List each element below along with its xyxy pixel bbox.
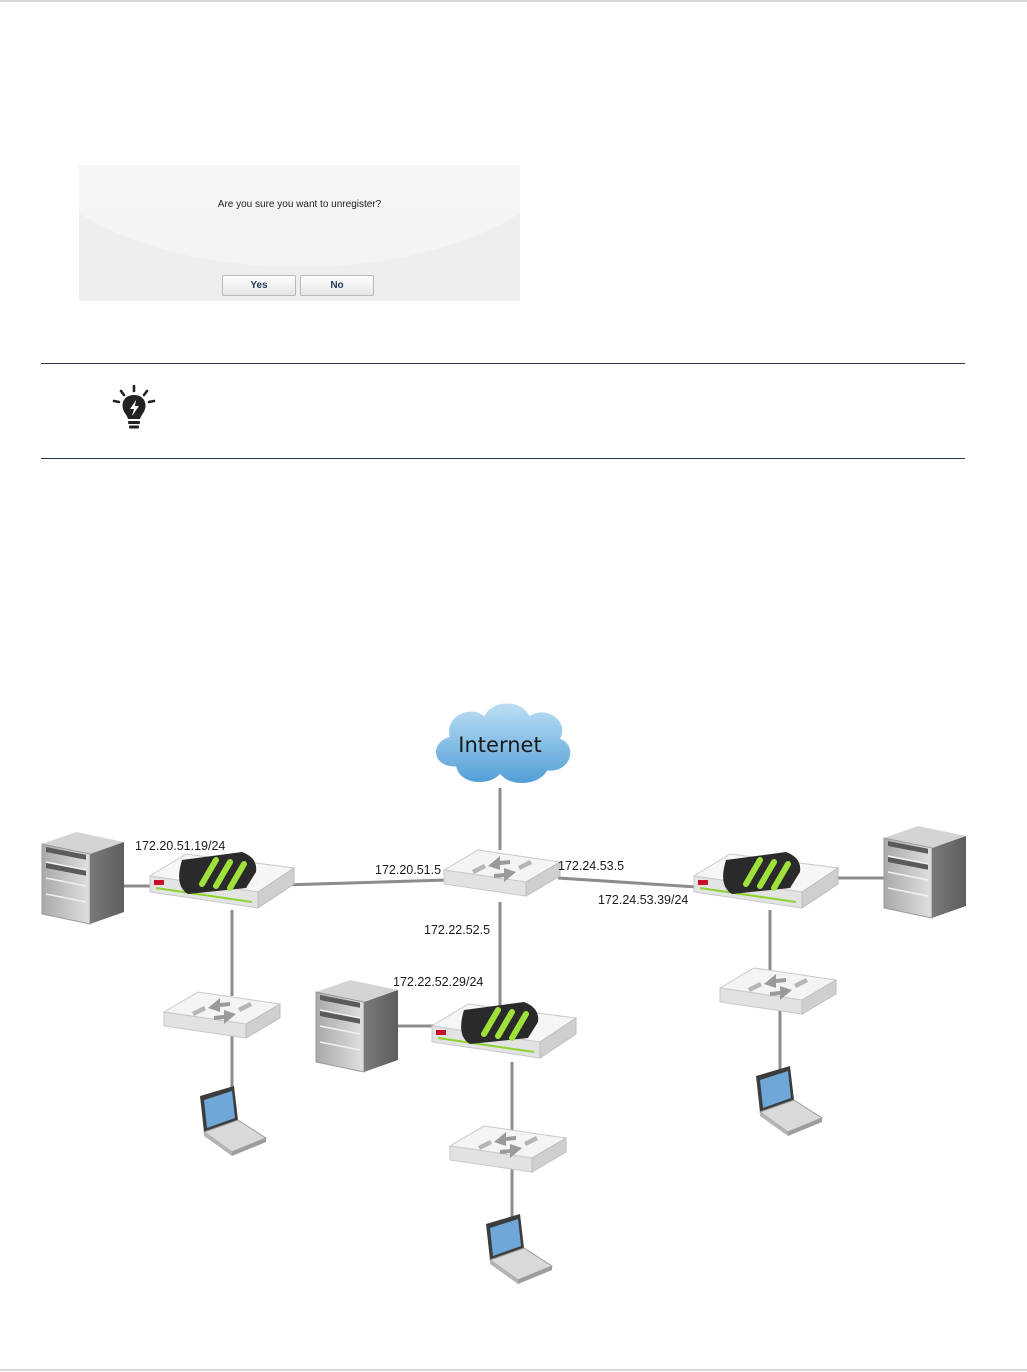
middle-firewall-ip-label: 172.22.52.29/24: [393, 975, 483, 989]
page-top-rule: [0, 0, 1027, 2]
right-firewall-icon: [694, 852, 838, 908]
right-server-icon: [883, 825, 967, 919]
core-left-ip-label: 172.20.51.5: [375, 863, 441, 877]
tip-bottom-rule: [41, 458, 965, 459]
middle-laptop-icon: [485, 1213, 553, 1285]
no-button[interactable]: No: [300, 275, 374, 296]
left-server-icon: [41, 831, 125, 925]
lightbulb-icon: [112, 384, 156, 429]
left-switch-icon: [163, 991, 281, 1039]
left-laptop-icon: [199, 1085, 267, 1157]
page-bottom-rule: [0, 1369, 1027, 1371]
network-diagram: Internet 172.20.51.19/24 172.20.51.5 172…: [41, 700, 967, 1285]
yes-button[interactable]: Yes: [222, 275, 296, 296]
left-firewall-icon: [150, 852, 294, 908]
link-center-rightfw: [557, 876, 713, 890]
tip-top-rule: [41, 363, 965, 364]
core-switch-icon: [443, 849, 561, 897]
core-down-ip-label: 172.22.52.5: [424, 923, 490, 937]
middle-server-icon: [315, 979, 399, 1073]
cloud-label: Internet: [458, 733, 541, 757]
unregister-dialog: Are you sure you want to unregister? Yes…: [79, 165, 520, 301]
right-switch-icon: [719, 967, 837, 1015]
middle-firewall-icon: [432, 1002, 576, 1058]
internet-cloud-icon: Internet: [432, 700, 574, 786]
middle-switch-icon: [449, 1125, 567, 1173]
right-firewall-ip-label: 172.24.53.39/24: [598, 893, 688, 907]
left-firewall-ip-label: 172.20.51.19/24: [135, 839, 225, 853]
dialog-message: Are you sure you want to unregister?: [217, 199, 382, 210]
dialog-backdrop: [79, 165, 520, 267]
right-laptop-icon: [755, 1065, 823, 1137]
core-right-ip-label: 172.24.53.5: [558, 859, 624, 873]
